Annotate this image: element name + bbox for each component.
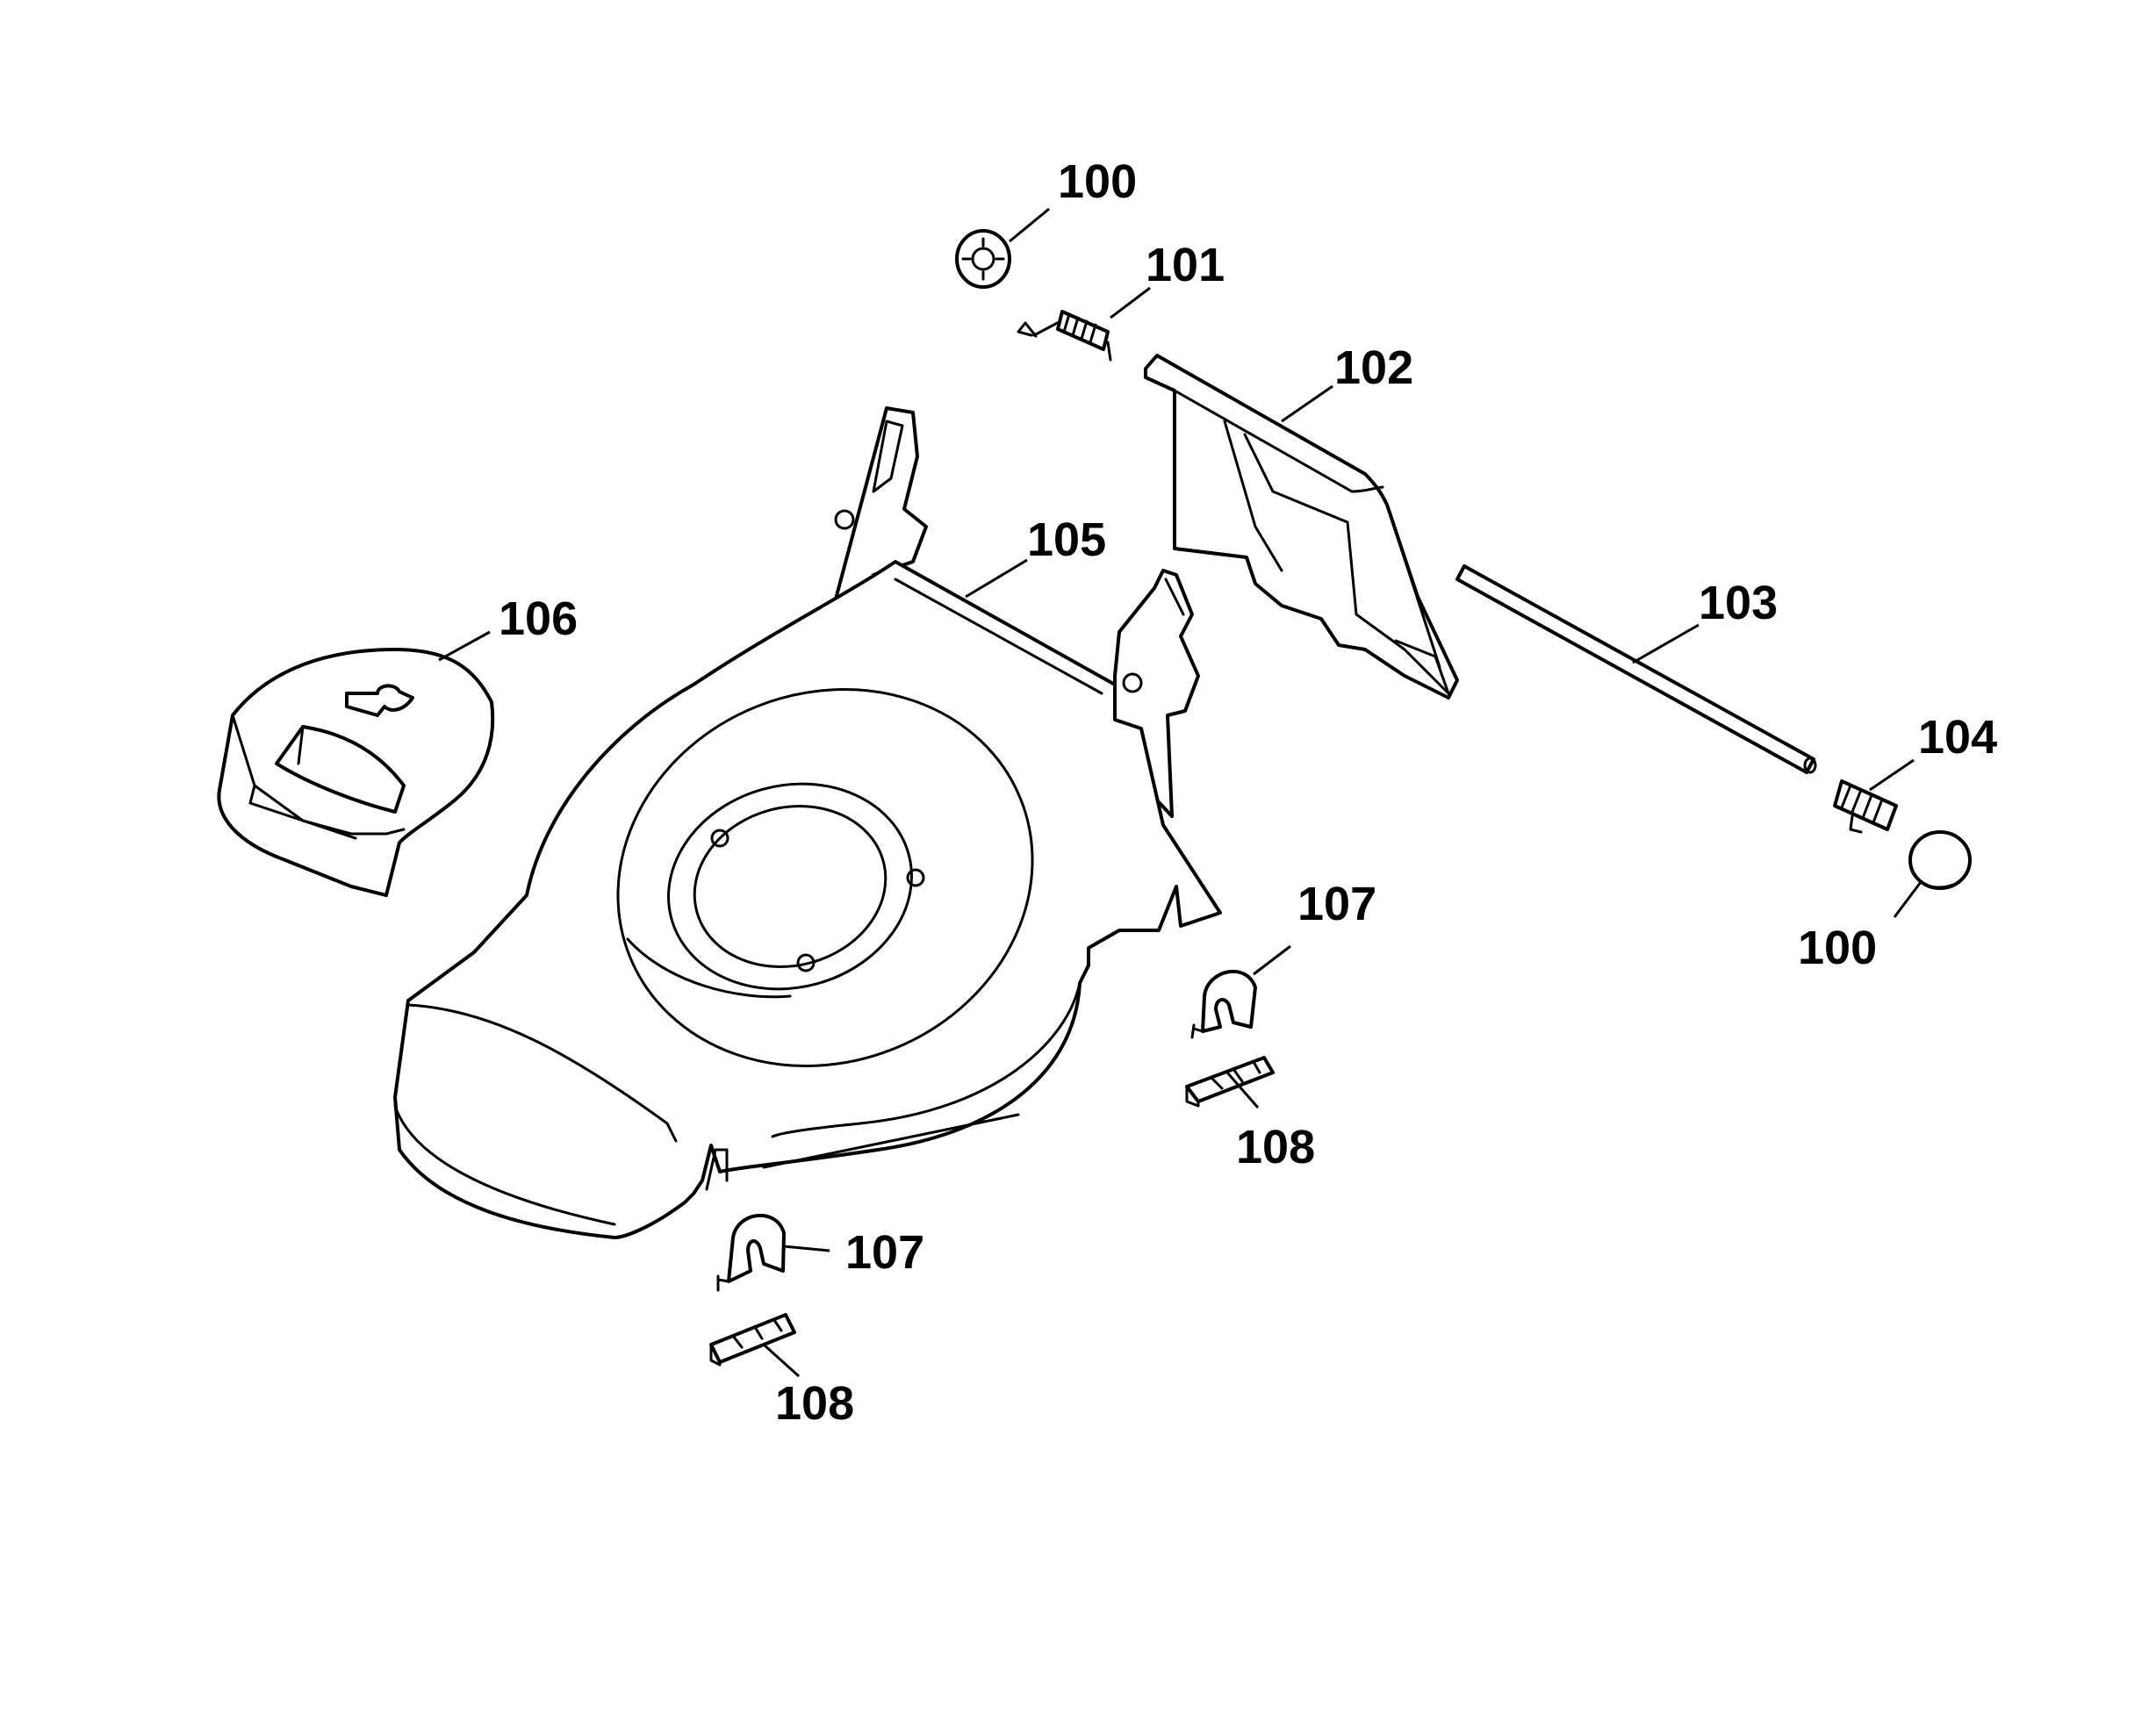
front-cover-106 bbox=[217, 648, 495, 897]
insert-108-left bbox=[709, 1313, 796, 1367]
callout-101: 101 bbox=[1146, 239, 1225, 291]
callout-107-right: 107 bbox=[1297, 878, 1376, 930]
callout-106: 106 bbox=[499, 592, 578, 645]
clip-107-right bbox=[1190, 970, 1257, 1039]
axle-rod-103 bbox=[1455, 564, 1817, 774]
insert-108-right bbox=[1185, 1056, 1275, 1108]
callout-108-left: 108 bbox=[775, 1377, 854, 1430]
mower-deck-105 bbox=[393, 406, 1222, 1239]
rear-flap-102 bbox=[1144, 354, 1459, 700]
callout-108-right: 108 bbox=[1236, 1121, 1315, 1173]
cap-100 bbox=[1908, 830, 1972, 890]
callout-103: 103 bbox=[1699, 577, 1778, 629]
washer-100 bbox=[955, 229, 1011, 289]
callout-100-bottom: 100 bbox=[1798, 922, 1877, 974]
callout-labels: 100 101 102 103 104 100 105 106 107 108 … bbox=[499, 155, 1997, 1430]
spring-104 bbox=[1833, 779, 1898, 834]
callout-100-top: 100 bbox=[1058, 155, 1137, 208]
callout-107-left: 107 bbox=[845, 1226, 924, 1279]
clip-107-left bbox=[716, 1213, 786, 1292]
spring-101 bbox=[1017, 310, 1112, 362]
callout-102: 102 bbox=[1334, 341, 1413, 394]
callout-104: 104 bbox=[1918, 711, 1997, 764]
callout-105: 105 bbox=[1027, 513, 1106, 566]
leader-lines bbox=[438, 207, 1922, 1378]
